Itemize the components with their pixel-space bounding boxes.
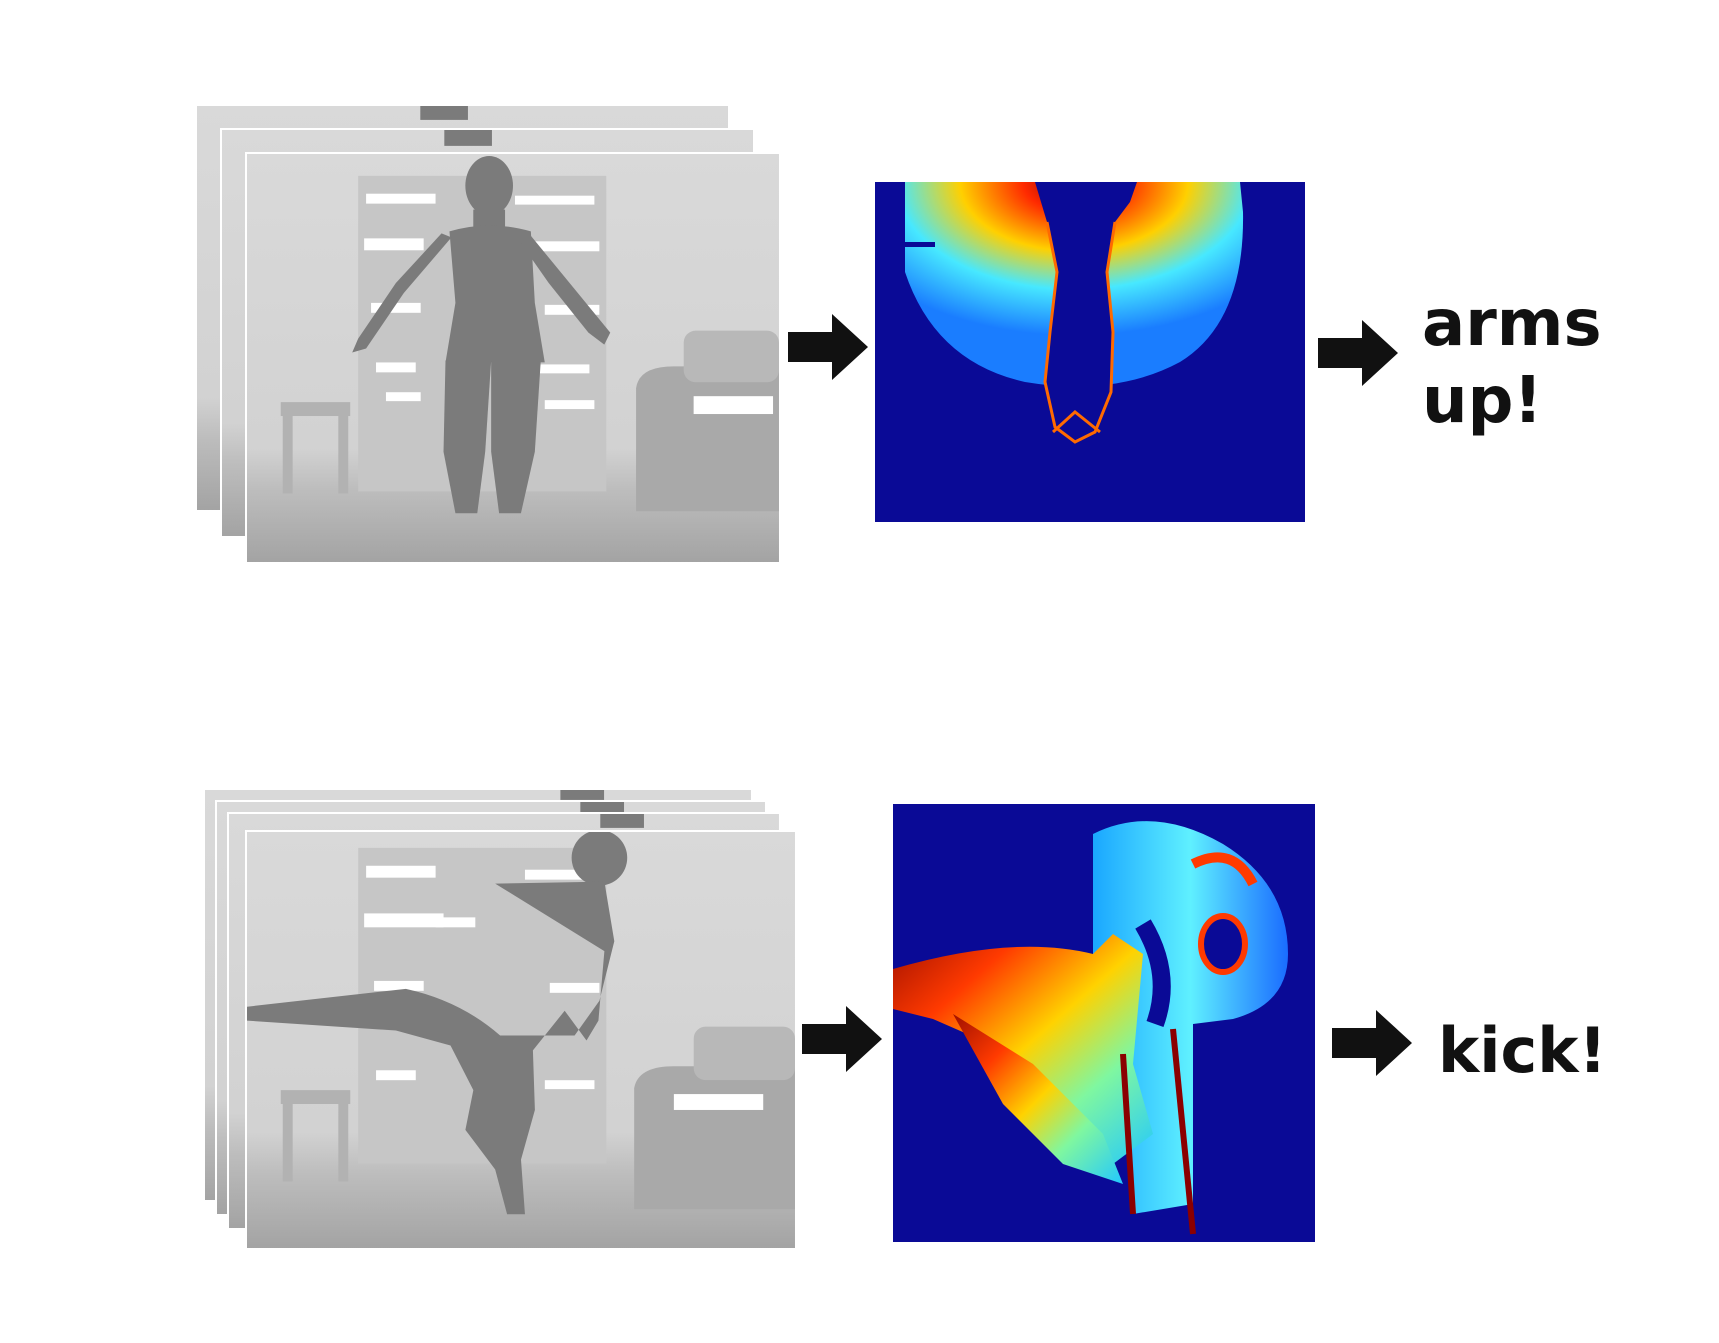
arrow-right-icon [802, 1006, 882, 1072]
depth-frame-stack-arms-up [195, 104, 785, 564]
arrow-right-icon [788, 314, 868, 380]
arrow-right-icon [1332, 1010, 1412, 1076]
motion-map-kick [893, 804, 1315, 1242]
action-label-arms-up: arms up! [1422, 287, 1602, 438]
action-label-kick: kick! [1438, 1014, 1607, 1087]
depth-frame-front [245, 830, 797, 1250]
depth-frame-stack-kick [203, 788, 803, 1258]
arrow-right-icon [1318, 320, 1398, 386]
depth-frame-front [245, 152, 781, 564]
motion-map-arms-up [875, 182, 1305, 522]
